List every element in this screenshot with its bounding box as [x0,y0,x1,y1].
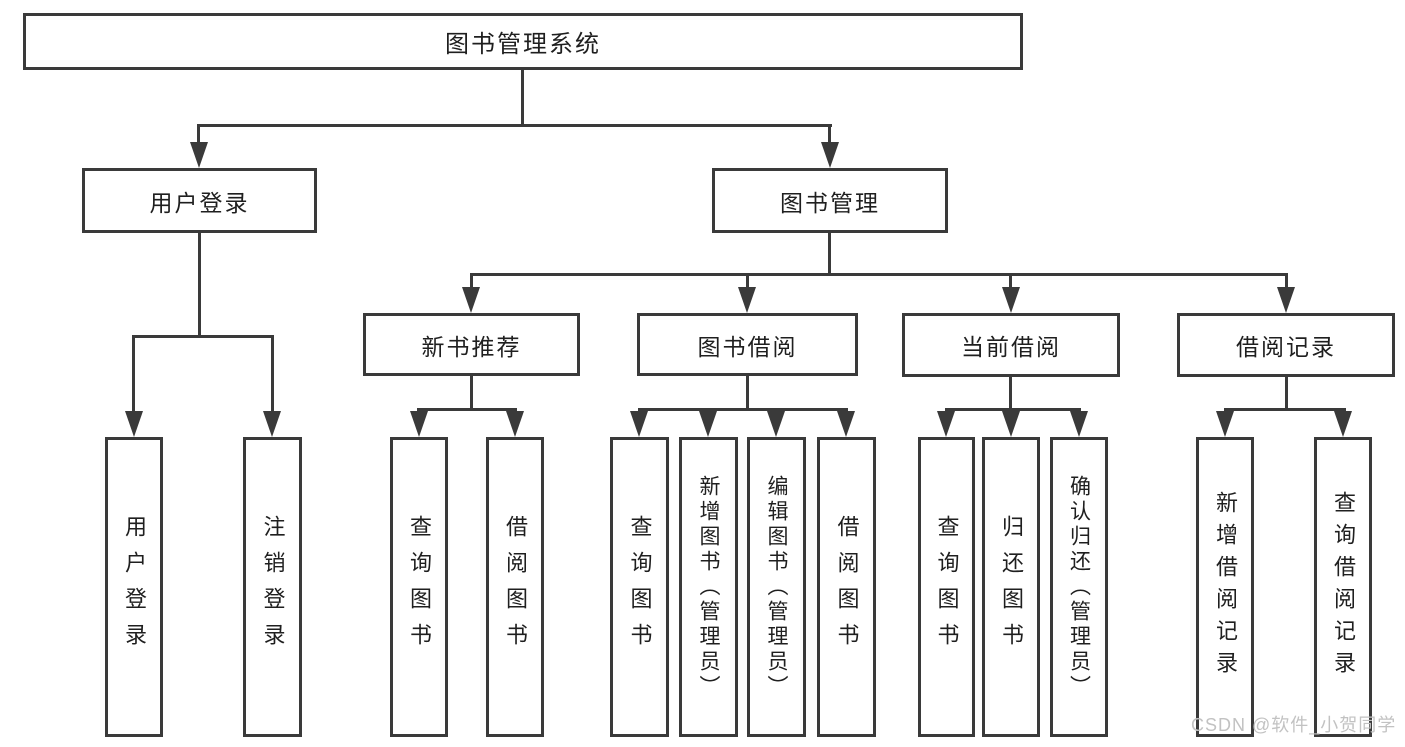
arrowhead [1216,411,1234,437]
connector-line [470,376,473,411]
connector-line [198,233,201,338]
arrowhead [699,411,717,437]
node-label: 图书借阅 [697,333,798,360]
connector-line [828,233,831,275]
node-label: 借阅图书 [503,515,528,659]
node-label: 借阅图书 [834,515,860,659]
node-label: 图书管理 [780,189,880,216]
node-label: 新增图书（管理员） [697,474,720,700]
node-leaf-nb-query-books: 查询图书 [390,437,448,737]
arrowhead [837,411,855,437]
arrowhead [821,142,839,168]
connector-line [1285,377,1288,411]
connector-line [828,124,831,144]
node-label: 确认归还（管理员） [1067,474,1091,700]
arrowhead [1002,411,1020,437]
node-label: 查询图书 [934,515,960,659]
node-label: 查询图书 [407,515,432,659]
node-leaf-nb-borrow-books: 借阅图书 [486,437,544,737]
node-leaf-bb-borrow-books: 借阅图书 [817,437,876,737]
node-label: 借阅记录 [1236,334,1336,360]
arrowhead [937,411,955,437]
node-user-login: 用户登录 [82,168,317,233]
node-leaf-user-login: 用户登录 [105,437,163,737]
node-label: 新增借阅记录 [1213,491,1238,683]
node-label: 查询图书 [627,515,653,659]
watermark: CSDN @软件_小贺同学 [1191,715,1397,735]
node-label: 新书推荐 [421,333,522,360]
node-leaf-br-add-record: 新增借阅记录 [1196,437,1254,737]
node-leaf-br-query-record: 查询借阅记录 [1314,437,1372,737]
node-label: 图书管理系统 [445,31,601,58]
node-label: 归还图书 [999,515,1024,659]
arrowhead [630,411,648,437]
connector-line [197,124,832,127]
node-label: 编辑图书（管理员） [765,474,788,700]
connector-line [132,335,274,338]
connector-line [1224,408,1346,411]
node-label: 当前借阅 [961,334,1061,360]
connector-line [638,408,848,411]
connector-line [746,376,749,411]
arrowhead [462,287,480,313]
connector-line [1285,273,1288,289]
connector-line [132,335,135,413]
node-new-book-recommend: 新书推荐 [363,313,580,376]
node-label: 用户登录 [122,515,147,659]
arrowhead [1070,411,1088,437]
arrowhead [1334,411,1352,437]
connector-line [470,273,1288,276]
arrowhead [1277,287,1295,313]
arrowhead [410,411,428,437]
node-book-borrow: 图书借阅 [637,313,858,376]
connector-line [1009,377,1012,411]
connector-line [417,408,517,411]
arrowhead [125,411,143,437]
connector-line [197,124,200,144]
node-label: 查询借阅记录 [1331,491,1356,683]
node-leaf-bb-query-books: 查询图书 [610,437,669,737]
connector-line [470,273,473,289]
node-book-management: 图书管理 [712,168,948,233]
connector-line [521,70,524,127]
connector-line [945,408,1081,411]
node-label: 用户登录 [149,189,250,216]
arrowhead [738,287,756,313]
arrowhead [1002,287,1020,313]
connector-line [746,273,749,289]
node-borrow-records: 借阅记录 [1177,313,1395,377]
arrowhead [506,411,524,437]
node-library-system: 图书管理系统 [23,13,1023,70]
connector-line [1009,273,1012,289]
arrowhead [263,411,281,437]
node-leaf-bb-edit-books: 编辑图书（管理员） [747,437,806,737]
arrowhead [767,411,785,437]
node-current-borrow: 当前借阅 [902,313,1120,377]
node-leaf-logout: 注销登录 [243,437,302,737]
node-leaf-bb-add-books: 新增图书（管理员） [679,437,738,737]
arrowhead [190,142,208,168]
node-leaf-cb-query-books: 查询图书 [918,437,975,737]
node-leaf-cb-confirm-return: 确认归还（管理员） [1050,437,1108,737]
connector-line [271,335,274,413]
node-leaf-cb-return-books: 归还图书 [982,437,1040,737]
node-label: 注销登录 [260,515,286,659]
